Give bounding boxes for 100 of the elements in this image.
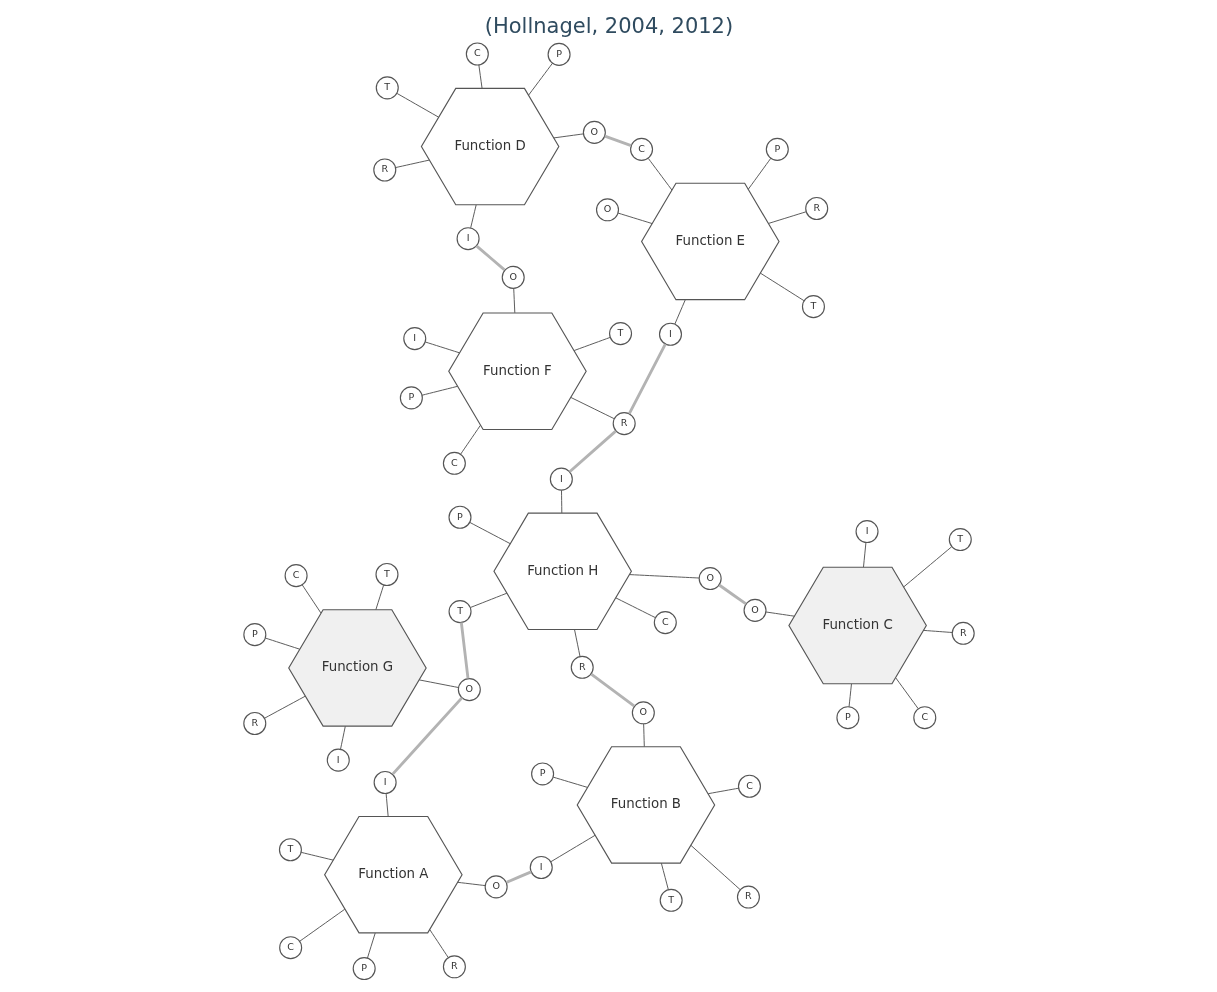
connector xyxy=(391,696,463,776)
connector xyxy=(374,584,384,611)
connector xyxy=(366,932,376,959)
connector xyxy=(673,299,686,325)
connector xyxy=(339,725,346,750)
node-circle: I xyxy=(373,770,397,795)
node-circle: T xyxy=(659,888,683,912)
node-circle: R xyxy=(612,412,636,436)
connector xyxy=(568,430,617,473)
connector xyxy=(469,204,477,229)
connector xyxy=(298,908,345,942)
node-circle: O xyxy=(743,598,767,622)
connector xyxy=(603,134,632,147)
connector xyxy=(264,637,300,650)
connector xyxy=(459,424,481,455)
connector xyxy=(627,343,667,415)
node-circle: P xyxy=(447,505,472,529)
node-circle: I xyxy=(529,855,553,880)
connector xyxy=(527,62,553,96)
connector xyxy=(767,211,806,224)
connector xyxy=(747,157,771,190)
node-circle: R xyxy=(372,158,396,182)
connector xyxy=(468,522,511,545)
node-circle: T xyxy=(448,600,472,624)
connector xyxy=(549,834,596,863)
node-circle: R xyxy=(951,621,975,645)
connector xyxy=(475,244,505,271)
node-circle: O xyxy=(484,875,508,899)
node-circle: O xyxy=(698,567,722,591)
node-circle: C xyxy=(737,774,761,798)
connector xyxy=(424,341,460,354)
connector xyxy=(428,929,449,958)
node-circle: O xyxy=(595,198,619,222)
connector xyxy=(759,272,804,302)
node-circle: P xyxy=(530,762,554,786)
node-circle: T xyxy=(948,528,972,552)
node-circle: P xyxy=(765,137,789,161)
connector xyxy=(396,93,439,118)
node-circle: I xyxy=(855,520,879,544)
connector xyxy=(765,611,795,617)
connector xyxy=(902,546,952,588)
connector xyxy=(617,212,652,224)
node-circle: C xyxy=(284,564,308,588)
connector xyxy=(421,385,458,396)
node-circle: I xyxy=(549,467,573,491)
node-circle: O xyxy=(582,120,606,144)
connector xyxy=(552,133,584,139)
connector xyxy=(469,592,507,608)
node-circle: T xyxy=(374,562,399,587)
connector xyxy=(505,870,532,884)
connector xyxy=(418,679,459,688)
node-circle: C xyxy=(912,706,936,730)
node-circle: R xyxy=(570,655,594,679)
connector xyxy=(689,844,741,891)
node-circle: I xyxy=(658,322,682,346)
node-circle: P xyxy=(547,42,571,66)
connector xyxy=(573,336,611,352)
node-circle: I xyxy=(456,227,480,251)
connector xyxy=(512,288,515,314)
connector xyxy=(922,629,953,633)
connector xyxy=(660,862,669,890)
connector xyxy=(263,695,306,719)
connector xyxy=(300,851,334,861)
node-circle: T xyxy=(278,838,302,862)
node-circle: T xyxy=(801,295,825,319)
node-circle: P xyxy=(242,623,266,647)
connector xyxy=(589,672,635,708)
connector xyxy=(385,793,389,817)
node-circle: C xyxy=(653,611,677,635)
node-circle: C xyxy=(629,137,653,161)
node-circle: T xyxy=(375,76,399,100)
connector xyxy=(614,597,656,618)
node-circle: T xyxy=(608,322,632,346)
node-circle: C xyxy=(465,42,489,66)
node-circle: I xyxy=(326,748,350,772)
connector xyxy=(477,64,483,89)
node-circle: P xyxy=(352,957,376,981)
connector xyxy=(894,677,919,710)
diagram-title: (Hollnagel, 2004, 2012) xyxy=(484,14,733,39)
connector xyxy=(862,542,866,568)
connector xyxy=(552,776,588,788)
node-circle: P xyxy=(835,706,859,730)
connector xyxy=(717,583,747,606)
node-circle: R xyxy=(736,885,760,909)
node-circle: R xyxy=(242,711,266,736)
connector xyxy=(647,158,672,191)
connector xyxy=(456,881,485,887)
node-circle: O xyxy=(457,678,481,702)
connector xyxy=(301,584,321,614)
connector xyxy=(707,787,739,795)
connector xyxy=(569,396,614,420)
node-circle: C xyxy=(278,936,302,960)
connector xyxy=(459,622,469,679)
node-circle: I xyxy=(402,327,426,351)
node-circle: P xyxy=(399,386,423,410)
connector xyxy=(848,683,852,708)
node-circle: C xyxy=(442,451,466,475)
connector xyxy=(642,723,645,748)
connector xyxy=(628,574,700,579)
node-circle: R xyxy=(442,955,466,979)
